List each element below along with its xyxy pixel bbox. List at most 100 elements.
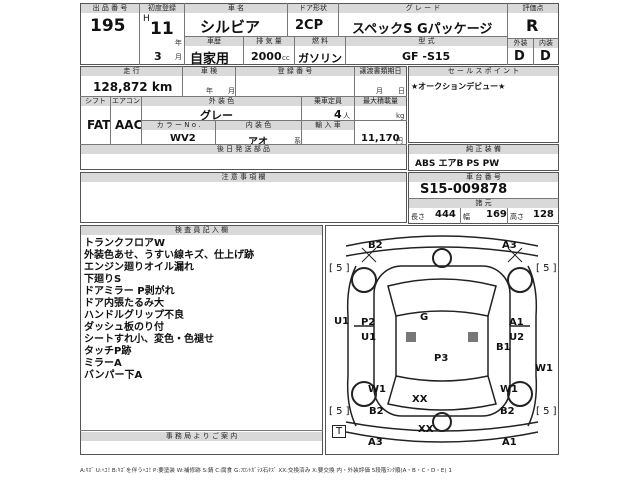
interior-color: アオ — [248, 137, 268, 148]
dimensions-header: 諸 元 — [409, 199, 558, 208]
frame-number-header: 車 台 番 号 — [409, 173, 558, 182]
door-header: ドア形状 — [288, 4, 338, 13]
note-line: 外装色あせ、うすい線キズ、仕上げ跡 — [84, 250, 254, 261]
car-name-header: 車 名 — [185, 4, 287, 13]
mark-w1-right: W1 — [535, 363, 553, 374]
exterior-color-header: 外 装 色 — [142, 97, 301, 106]
year-unit: 年 — [175, 39, 182, 47]
ac-header: エアコン — [111, 97, 141, 106]
capacity-header: 乗車定員 — [302, 97, 354, 106]
mark-xx-2: XX — [418, 424, 434, 435]
transfer-month-unit: 月 — [376, 87, 383, 95]
inspector-notes: トランクフロアW 外装色あせ、うすい線キズ、仕上げ跡 エンジン廻りオイル漏れ 下… — [84, 238, 320, 382]
max-load-header: 最大積載量 — [355, 97, 406, 106]
note-line: ドアミラー P剥がれ — [84, 286, 175, 297]
equipment: ABS エアB PS PW — [415, 159, 500, 169]
car-outline-svg — [345, 235, 539, 443]
color-number: WV2 — [170, 133, 196, 144]
reg-year: 11 — [150, 19, 174, 39]
interior-score: D — [540, 49, 551, 64]
note-line: バンパー下A — [84, 370, 143, 381]
mileage-header: 走 行 — [81, 67, 182, 76]
caution-block — [80, 172, 407, 223]
caution-header: 注 意 事 項 欄 — [81, 173, 406, 182]
mark-a3-top: A3 — [502, 240, 517, 251]
capacity-unit: 人 — [343, 112, 350, 120]
reg-number-header: 登 録 番 号 — [236, 67, 354, 76]
mark-b2-bottom: B2 — [369, 406, 384, 417]
displacement-header: 排 気 量 — [244, 37, 294, 46]
transfer-date-header: 譲渡書類期日 — [355, 67, 406, 76]
note-line: トランクフロアW — [84, 238, 166, 249]
note-line: シートすれ小、変色・色褪せ — [84, 334, 214, 345]
insp-month-unit: 月 — [228, 87, 235, 95]
note-line: ドア内張たるみ大 — [84, 298, 164, 309]
mark-xx-1: XX — [412, 394, 428, 405]
vehicle-detail-block — [80, 66, 407, 170]
score-header: 評価点 — [508, 4, 558, 13]
note-line: ハンドルグリップ不良 — [84, 310, 184, 321]
import-header: 輸 入 車 — [302, 121, 354, 130]
equipment-block — [408, 144, 559, 171]
frame-number: S15-009878 — [420, 182, 508, 197]
length-label: 長さ — [411, 213, 425, 221]
mark-bracket-l1: [ 5 ] — [329, 263, 350, 274]
mark-a3-bottom: A3 — [368, 437, 383, 448]
mark-b1: B1 — [496, 342, 511, 353]
displacement: 2000 — [251, 50, 282, 63]
mark-p3: P3 — [434, 353, 449, 364]
interior-color-unit: 系 — [294, 137, 301, 145]
sales-point: ★オークションデビュー★ — [411, 82, 506, 91]
score: R — [526, 16, 539, 35]
mark-g: G — [420, 312, 429, 323]
note-line: ダッシュ板のり付 — [84, 322, 164, 333]
mark-a1-bottom: A1 — [502, 437, 517, 448]
top-info-block — [80, 3, 559, 65]
note-line: エンジン廻りオイル漏れ — [84, 262, 194, 273]
interior-header: 内装 — [534, 39, 558, 48]
length-value: 444 — [435, 209, 456, 220]
mark-u1-mid: U1 — [361, 332, 377, 343]
exterior-header: 外装 — [508, 39, 533, 48]
mark-w1-left: W1 — [368, 384, 386, 395]
lot-number: 195 — [90, 16, 126, 36]
note-line: ミラーA — [84, 358, 122, 369]
damage-diagram: B2 A3 [ 5 ] [ 5 ] U1 P2 U1 G A1 U2 B1 P3… — [325, 225, 559, 455]
mark-a1-right: A1 — [509, 317, 524, 328]
mark-t: T — [332, 425, 347, 438]
color-no-header: カ ラ ー N o . — [142, 121, 215, 130]
insp-year-unit: 年 — [206, 87, 213, 95]
mark-bracket-r1: [ 5 ] — [536, 263, 557, 274]
month-unit: 月 — [175, 53, 182, 61]
inspector-block — [80, 225, 323, 455]
model-header: 型 式 — [346, 37, 507, 46]
mark-p2: P2 — [361, 317, 376, 328]
height-label: 高さ — [510, 213, 524, 221]
car-name: シルビア — [200, 18, 261, 36]
legend-text: A:ｷｽﾞ U:ﾍｺﾐ B:ｷｽﾞを伴うﾍｺﾐ P:要塗装 W:補修跡 S:錆 … — [80, 468, 452, 474]
first-registration-header: 初度登録 — [140, 4, 184, 13]
inspector-header: 検 査 員 記 入 欄 — [81, 226, 322, 235]
note-line: タッチP跡 — [84, 346, 132, 357]
mark-b2-right-bottom: B2 — [500, 406, 515, 417]
usage: 自家用 — [190, 52, 230, 67]
inspection-header: 車 検 — [183, 67, 235, 76]
width-value: 169 — [486, 209, 507, 220]
office-notice-header: 事 務 局 よ り ご 案 内 — [81, 432, 322, 441]
exterior-score: D — [514, 49, 525, 64]
note-line: 下廻りS — [84, 274, 122, 285]
mileage: 128,872 km — [93, 80, 173, 94]
era-label: H — [143, 14, 150, 24]
transfer-day-unit: 日 — [398, 87, 405, 95]
usage-header: 車歴 — [185, 37, 243, 46]
cc-unit: cc — [282, 54, 290, 62]
mark-bracket-r2: [ 5 ] — [536, 406, 557, 417]
price-unit: 円 — [396, 137, 403, 145]
interior-color-header: 内 装 色 — [216, 121, 301, 130]
mark-w1-rear-right: W1 — [500, 384, 518, 395]
mark-u1-left: U1 — [334, 316, 350, 327]
mark-bracket-l2: [ 5 ] — [329, 406, 350, 417]
door-type: 2CP — [295, 18, 324, 33]
sales-point-block — [408, 66, 559, 143]
shift-header: シフト — [81, 97, 110, 106]
